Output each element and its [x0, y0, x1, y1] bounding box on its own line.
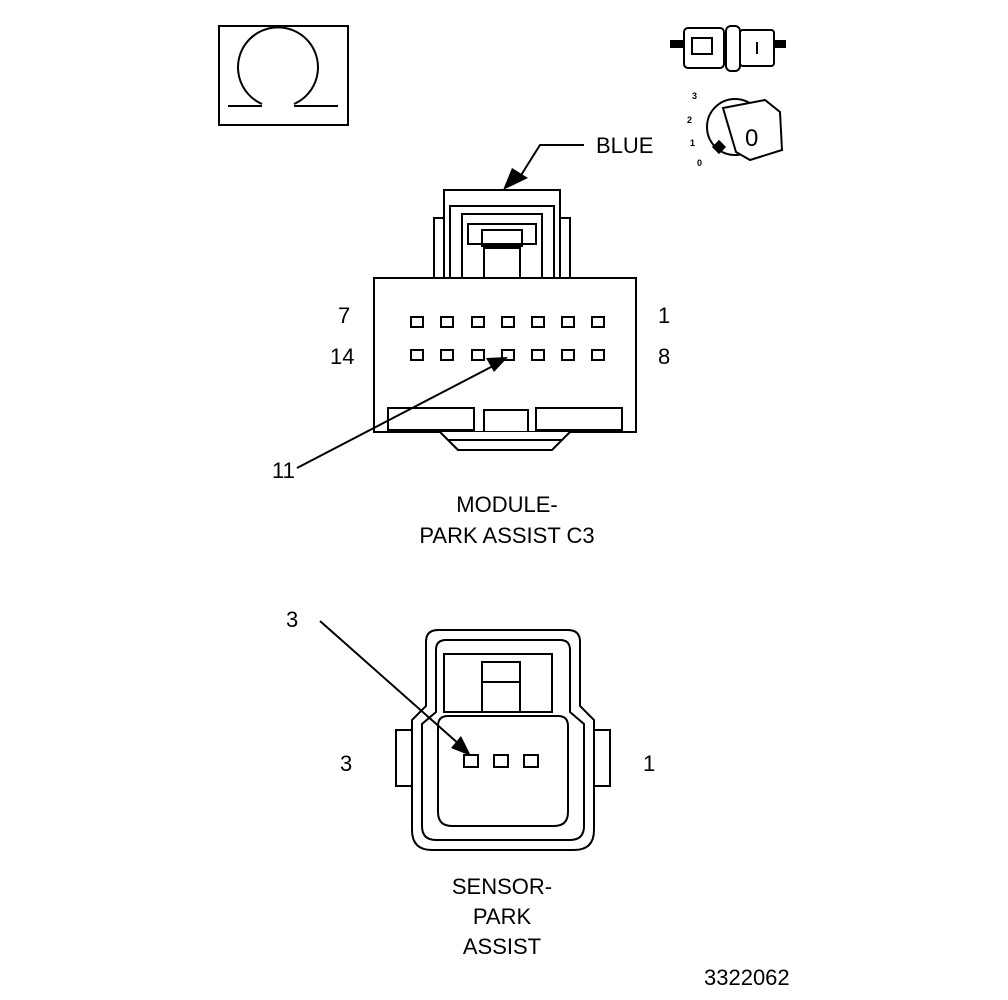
sensor-pin-3-label: 3 — [340, 751, 352, 776]
module-pin-8-label: 8 — [658, 344, 670, 369]
sensor-pin-1-label: 1 — [643, 751, 655, 776]
module-callout-leader — [296, 365, 494, 469]
sensor-callout-leader — [319, 620, 461, 746]
module-title-line1: MODULE- — [456, 492, 557, 517]
module-title-line2: PARK ASSIST C3 — [419, 523, 594, 548]
key-position-3: 3 — [692, 91, 697, 101]
ignition-key-icon: 3 2 1 0 0 — [687, 91, 784, 168]
module-pin-7-label: 7 — [338, 303, 350, 328]
sensor-title-line1: SENSOR- — [452, 874, 552, 899]
figure-number: 3322062 — [704, 965, 790, 990]
sensor-callout-pin: 3 — [286, 607, 298, 632]
key-position-2: 2 — [687, 115, 692, 125]
color-leader — [517, 144, 584, 181]
key-position-1: 1 — [690, 138, 695, 148]
key-label: 0 — [745, 125, 758, 152]
key-position-0: 0 — [697, 158, 702, 168]
sensor-connector — [395, 629, 611, 851]
module-callout-pin: 11 — [272, 458, 295, 483]
connector-icon — [670, 25, 786, 72]
module-connector — [373, 189, 637, 451]
color-leader-arrowhead — [503, 168, 528, 190]
module-callout-arrowhead — [486, 357, 508, 372]
module-pin-1-label: 1 — [658, 303, 670, 328]
sensor-title-line3: ASSIST — [463, 934, 541, 959]
sensor-callout-arrowhead — [451, 736, 471, 756]
ohmmeter-icon — [218, 25, 349, 126]
color-label: BLUE — [596, 133, 653, 158]
module-pin-14-label: 14 — [330, 344, 354, 369]
sensor-title-line2: PARK — [473, 904, 532, 929]
